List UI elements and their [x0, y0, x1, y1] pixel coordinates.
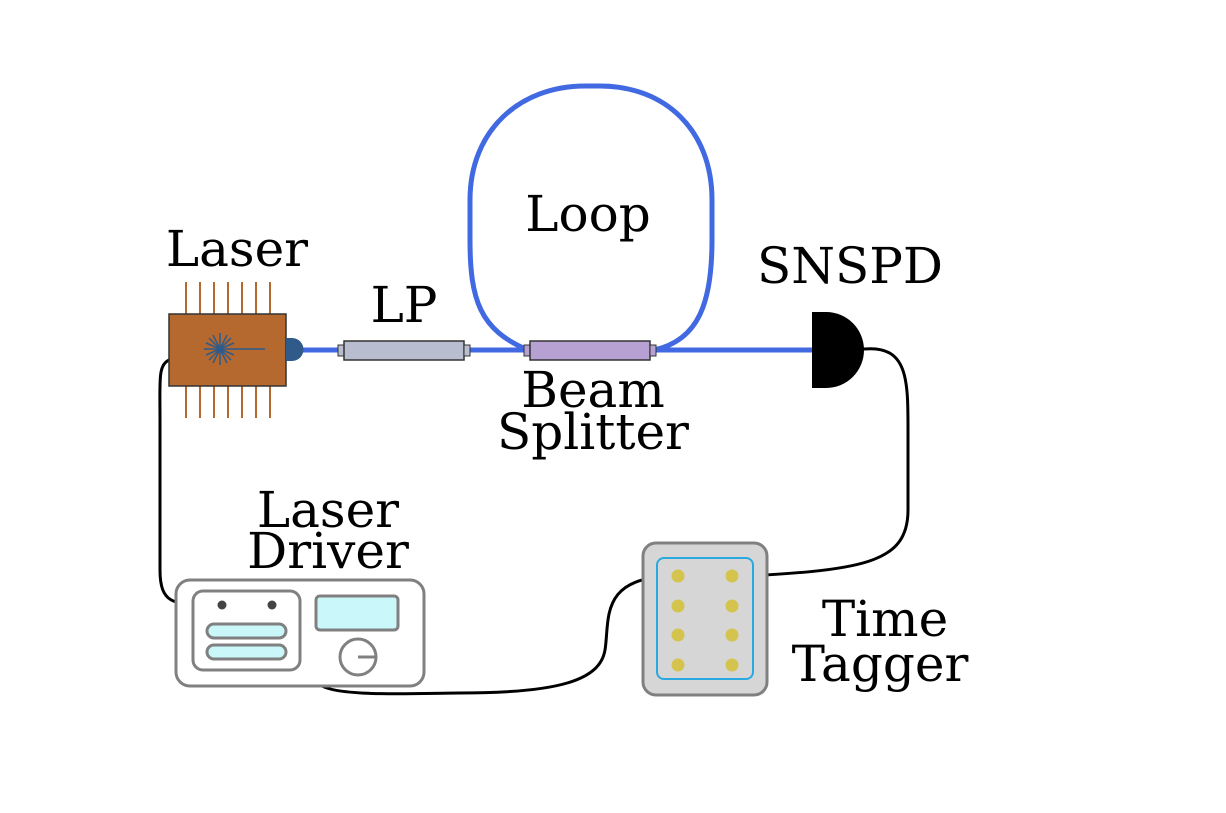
label-time-tagger-1: Time — [822, 590, 948, 648]
snspd-detector-icon — [812, 312, 864, 388]
cable-laser-to-driver — [158, 358, 224, 607]
driver-port-left — [217, 600, 227, 610]
fiber-path — [293, 83, 815, 353]
tagger-inner-panel — [656, 557, 754, 680]
fiber-loop — [467, 83, 715, 353]
tagger-body — [641, 541, 769, 697]
label-lp: LP — [371, 276, 438, 334]
time-tagger-box-icon — [641, 541, 769, 697]
tagger-ports — [671, 569, 739, 672]
label-beam-splitter-2: Splitter — [497, 403, 689, 461]
beam-splitter-icon — [523, 340, 657, 361]
laser-pins — [185, 282, 271, 418]
laser-output-port — [286, 338, 304, 361]
laser-diode-chip-icon — [168, 282, 304, 418]
label-laser-driver-1: Laser — [257, 481, 399, 539]
laser-body — [168, 313, 287, 387]
label-loop: Loop — [525, 185, 650, 243]
driver-left-panel — [191, 589, 302, 672]
cable-snspd-to-tagger — [730, 347, 910, 579]
laser-driver-box-icon — [174, 578, 426, 688]
label-beam-splitter-1: Beam — [521, 361, 665, 419]
label-laser-driver-2: Driver — [247, 522, 409, 580]
driver-slot-lower — [205, 643, 288, 661]
laser-starburst-icon — [204, 333, 265, 365]
driver-slot-upper — [205, 622, 288, 640]
label-time-tagger-2: Tagger — [792, 635, 969, 693]
driver-screen — [314, 594, 400, 632]
label-snspd: SNSPD — [757, 237, 943, 295]
label-laser: Laser — [166, 220, 308, 278]
lp-filter-icon — [337, 340, 471, 361]
driver-port-right — [267, 600, 277, 610]
